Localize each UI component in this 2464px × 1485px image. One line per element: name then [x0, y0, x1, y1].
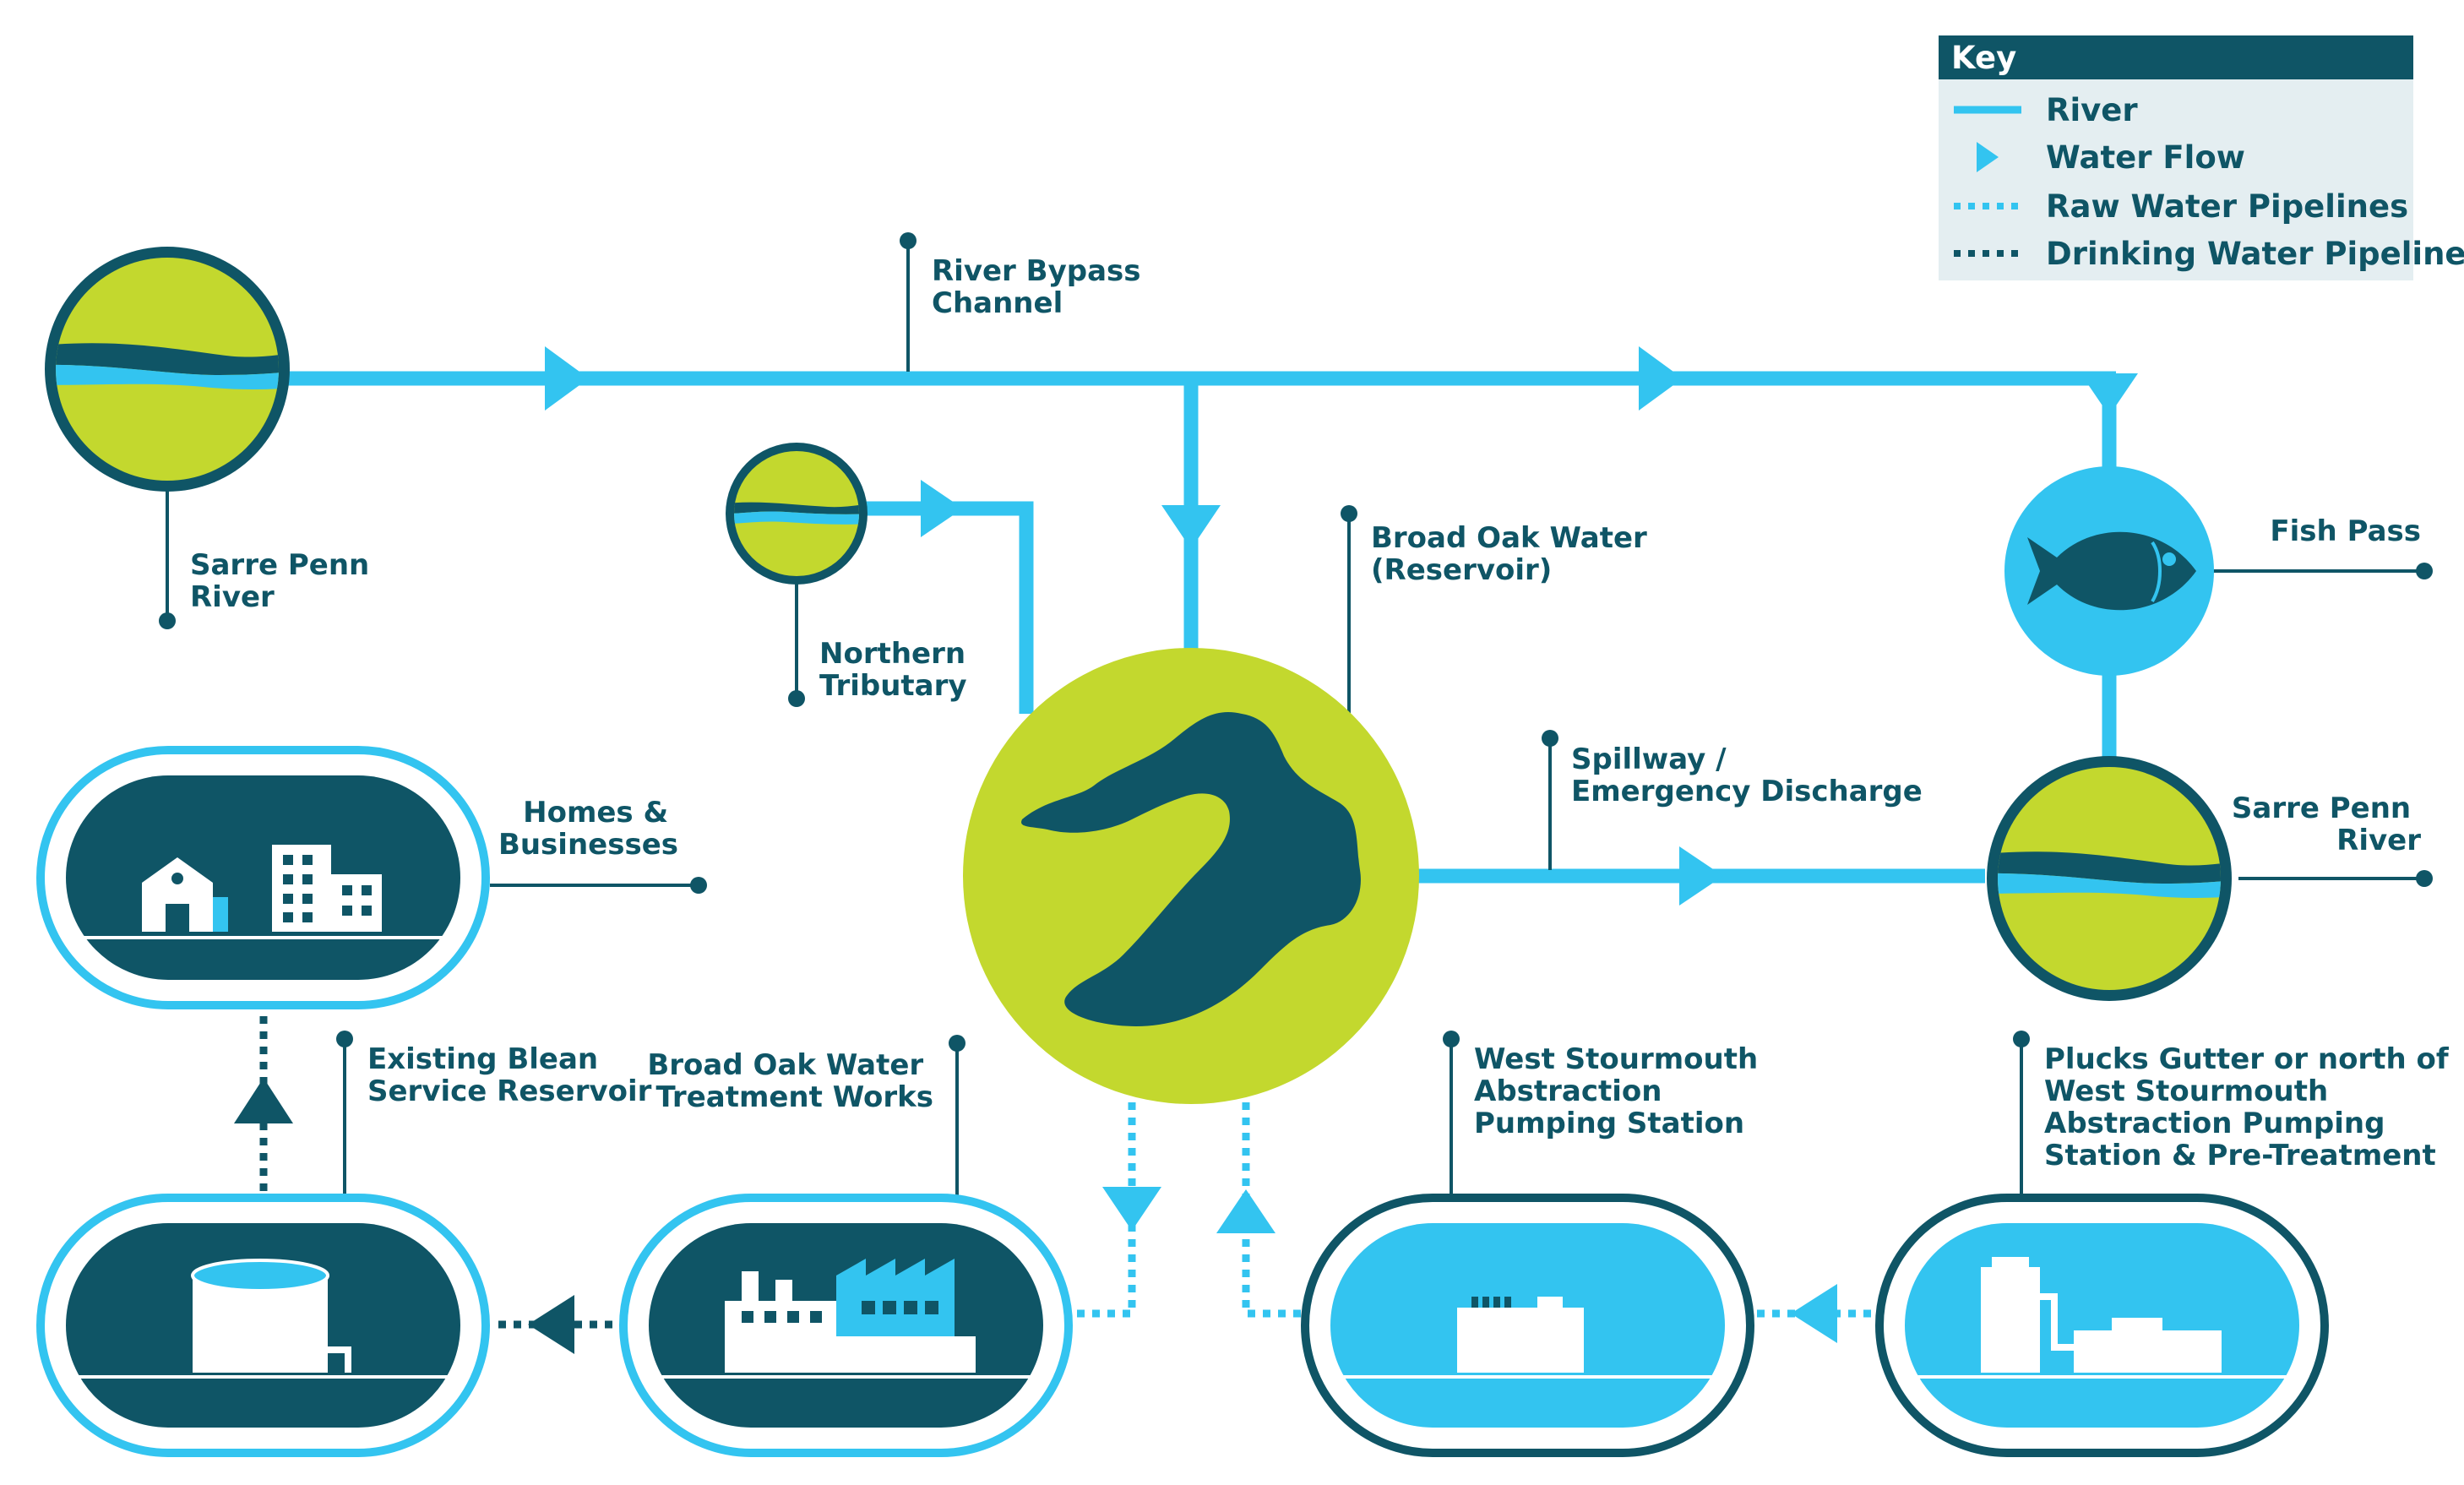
- flow-arrows: [545, 346, 2138, 906]
- raw-arrow-up: [1216, 1189, 1276, 1233]
- river-tributary-channel: [862, 501, 1034, 714]
- drinking-arrow-left: [528, 1295, 574, 1354]
- label-homes: Homes & Businesses: [498, 796, 678, 862]
- west-stourmouth-node: [1301, 1194, 1754, 1457]
- flow-arrow-fishpass-down: [2081, 373, 2138, 416]
- factory-icon: [725, 1259, 976, 1373]
- reservoir-lake-icon: [1021, 712, 1361, 1026]
- drinking-arrow-up: [234, 1078, 293, 1123]
- house-icon: [142, 857, 228, 932]
- svg-text:Raw Water Pipelines: Raw Water Pipelines: [2046, 188, 2408, 225]
- label-northern-tributary: Northern Tributary: [819, 637, 976, 703]
- fish-pass-node: [2004, 466, 2214, 676]
- flow-arrow-tributary: [921, 480, 963, 537]
- legend-item-river: River: [1954, 92, 2138, 128]
- raw-pipe-to-treatment: [1073, 1102, 1136, 1318]
- leader-lines: [166, 241, 2424, 1195]
- svg-text:Drinking Water Pipelines: Drinking Water Pipelines: [2046, 236, 2464, 272]
- flow-arrow-spillway: [1679, 846, 1723, 906]
- legend: Key River Water Flow Raw Water Pipelines…: [1939, 35, 2464, 280]
- raw-flow-arrows: [1102, 1187, 1837, 1343]
- office-building-icon: [272, 845, 382, 932]
- label-broad-oak-reservoir: Broad Oak Water (Reservoir): [1371, 521, 1657, 587]
- labels: River Bypass Channel Sarre Penn River No…: [190, 254, 2458, 1172]
- plucks-gutter-node: [1875, 1194, 2329, 1457]
- homes-businesses-node: [36, 746, 490, 1009]
- label-sarre-penn-right: Sarre Penn River: [2232, 791, 2421, 857]
- label-fish-pass: Fish Pass: [2270, 514, 2421, 548]
- legend-item-water-flow: Water Flow: [1977, 139, 2245, 176]
- legend-item-raw-pipelines: Raw Water Pipelines: [1954, 188, 2408, 225]
- legend-title: Key: [1951, 40, 2016, 76]
- leader-dots: [159, 232, 2433, 1052]
- drinking-flow-arrows: [234, 1078, 574, 1354]
- flow-arrow-reservoir-down: [1161, 505, 1221, 549]
- label-treatment-works: Broad Oak Water Treatment Works: [647, 1048, 933, 1114]
- pretreatment-plant-icon: [1981, 1257, 2222, 1373]
- label-blean: Existing Blean Service Reservoir: [367, 1042, 652, 1108]
- fish-icon: [2027, 531, 2196, 611]
- flow-arrow-main-1: [545, 346, 589, 411]
- label-sarre-penn-left: Sarre Penn River: [190, 548, 379, 614]
- label-spillway: Spillway / Emergency Discharge: [1571, 742, 1923, 808]
- pumping-station-icon: [1457, 1297, 1584, 1373]
- label-river-bypass: River Bypass Channel: [932, 254, 1150, 320]
- flow-arrow-main-2: [1639, 346, 1683, 411]
- northern-tributary-node: [726, 443, 868, 585]
- sarre-penn-river-node-right: [1987, 756, 2232, 1001]
- sarre-penn-river-node-left: [45, 247, 290, 492]
- raw-arrow-down: [1102, 1187, 1161, 1231]
- raw-arrow-left: [1791, 1284, 1837, 1343]
- reservoir-node: [963, 648, 1419, 1104]
- label-west-stourmouth: West Stourmouth Abstraction Pumping Stat…: [1474, 1042, 1768, 1140]
- raw-pipe-from-westst: [1242, 1102, 1305, 1318]
- label-plucks-gutter: Plucks Gutter or north of West Stourmout…: [2044, 1042, 2458, 1172]
- blean-reservoir-node: [36, 1194, 490, 1457]
- legend-item-drinking-pipelines: Drinking Water Pipelines: [1954, 236, 2464, 272]
- svg-text:Water Flow: Water Flow: [2046, 139, 2245, 176]
- svg-text:River: River: [2046, 92, 2138, 128]
- storage-tank-icon: [191, 1259, 351, 1373]
- treatment-works-node: [619, 1194, 1073, 1457]
